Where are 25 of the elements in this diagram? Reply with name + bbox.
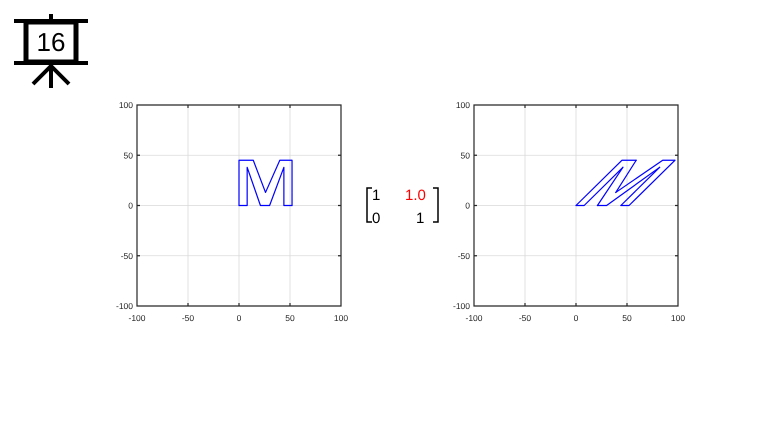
axis-tick-label: -50 — [518, 313, 532, 323]
axis-tick-label: 100 — [118, 100, 133, 110]
axis-tick-label: 50 — [622, 313, 632, 323]
slide-number: 16 — [36, 26, 66, 59]
axis-tick-label: -50 — [120, 250, 133, 261]
axis-tick-label: 100 — [456, 100, 470, 110]
matrix-entry: 1 — [372, 187, 380, 205]
axis-tick-label: 0 — [128, 200, 133, 210]
matrix-entry: 0 — [372, 210, 380, 228]
axis-tick-label: 100 — [670, 313, 686, 323]
axis-tick-label: 50 — [285, 313, 295, 323]
axis-tick-label: -100 — [116, 301, 133, 311]
axis-tick-label: 50 — [460, 150, 470, 160]
matrix-entry: 1.0 — [405, 187, 426, 205]
axis-tick-label: -50 — [458, 250, 470, 261]
axis-tick-label: -100 — [452, 301, 470, 311]
axis-tick-label: -100 — [128, 313, 146, 323]
axis-tick-label: 100 — [334, 313, 348, 323]
axis-tick-label: 0 — [574, 313, 578, 323]
axis-tick-label: 50 — [124, 150, 133, 160]
axis-tick-label: 0 — [465, 200, 470, 210]
matrix-entry: 1 — [416, 210, 424, 228]
axis-tick-label: -50 — [182, 313, 194, 323]
axis-tick-label: -100 — [466, 313, 482, 323]
axis-tick-label: 0 — [236, 313, 242, 323]
